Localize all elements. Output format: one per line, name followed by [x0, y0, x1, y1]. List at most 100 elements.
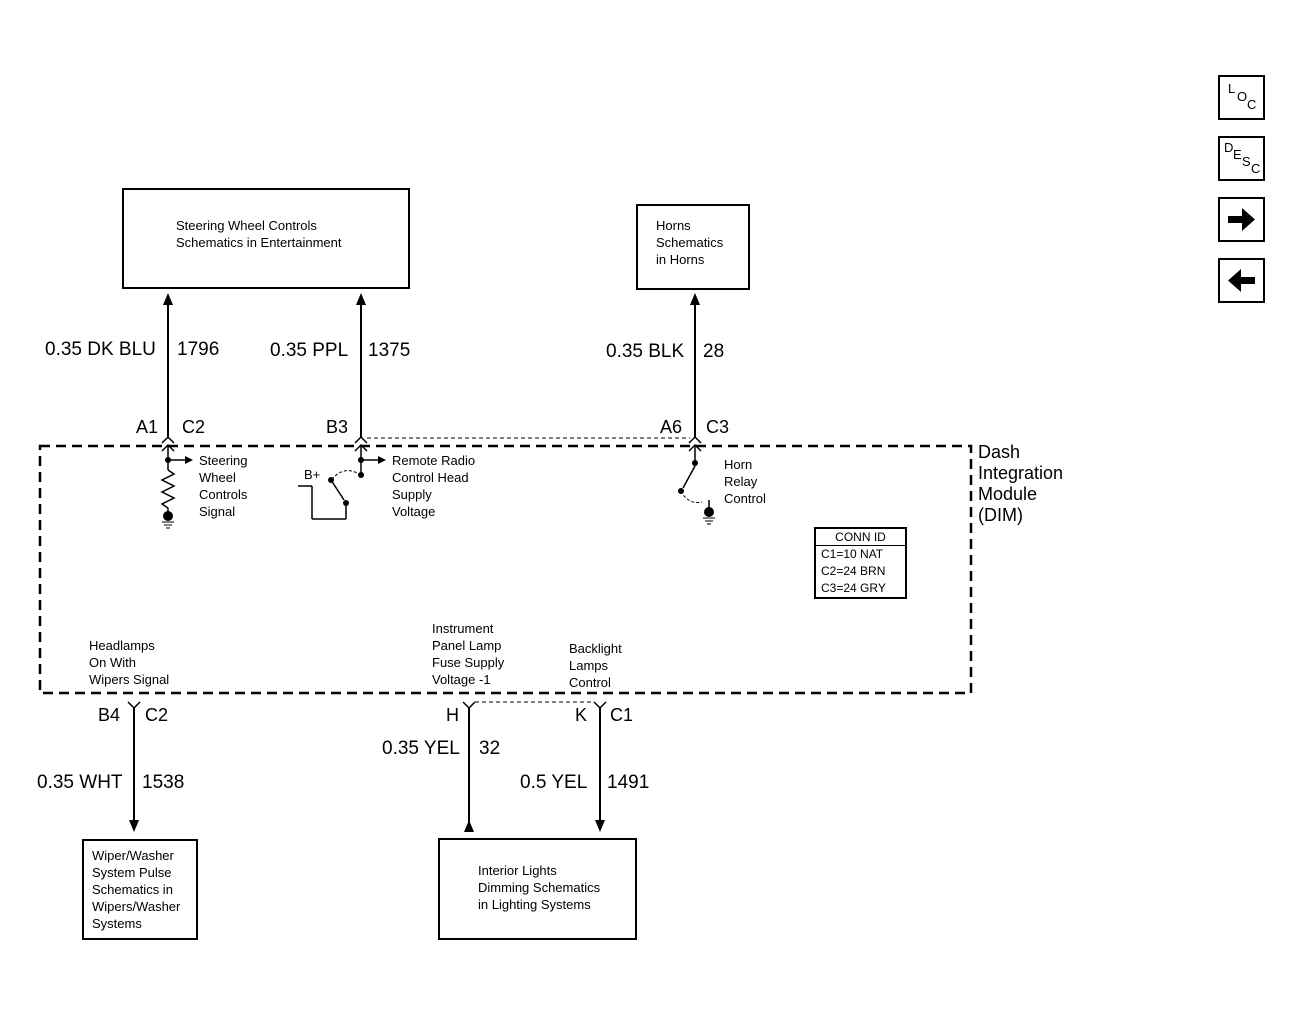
left-arrow-icon — [1228, 269, 1255, 292]
desc-button[interactable]: D E S C — [1218, 136, 1265, 181]
backlight-line2: Lamps — [569, 658, 609, 673]
wire-1538-color: 0.35 WHT — [37, 772, 123, 793]
resistor — [160, 469, 176, 509]
pin-h: H — [446, 705, 459, 725]
wiper-box-line1: Wiper/Washer — [92, 848, 174, 863]
pin-b4: B4 — [98, 705, 121, 725]
horn-switch-blade — [682, 465, 696, 489]
horn-dashed-link — [680, 490, 703, 503]
wiper-box-line3: Schematics in — [92, 882, 173, 897]
loc-button[interactable]: L O C — [1218, 75, 1265, 120]
wiper-box-line5: Systems — [92, 916, 142, 931]
steering-wheel-controls-box[interactable]: Steering Wheel Controls Schematics in En… — [122, 188, 410, 289]
next-page-button[interactable] — [1218, 197, 1265, 242]
arrow-1796 — [163, 293, 173, 305]
wire-1538-circuit: 1538 — [142, 772, 185, 793]
conn-id-row-3: C3=24 GRY — [821, 581, 886, 595]
wire-1375-color: 0.35 PPL — [270, 340, 349, 361]
ip-lamp-line1: Instrument — [432, 621, 494, 636]
horns-box[interactable]: Horns Schematics in Horns — [636, 204, 750, 290]
radio-line2: Control Head — [392, 470, 469, 485]
steering-signal-line3: Controls — [199, 487, 248, 502]
ip-lamp-line2: Panel Lamp — [432, 638, 502, 653]
conn-id-row-1: C1=10 NAT — [821, 547, 884, 561]
horns-box-line2: Schematics — [656, 235, 724, 250]
ground-dot-1 — [163, 511, 173, 521]
wiper-washer-box[interactable]: Wiper/Washer System Pulse Schematics in … — [82, 839, 198, 940]
wire-28-color: 0.35 BLK — [606, 341, 685, 362]
wire-1491-color: 0.5 YEL — [520, 772, 588, 793]
wiper-box-line4: Wipers/Washer — [92, 899, 181, 914]
horn-relay-line3: Control — [724, 491, 766, 506]
desc-letter-s: S — [1242, 154, 1251, 169]
desc-letter-e: E — [1233, 147, 1242, 162]
wire-1491-circuit: 1491 — [607, 772, 650, 793]
pin-c2-top: C2 — [182, 417, 206, 437]
horn-relay-line2: Relay — [724, 474, 758, 489]
dim-module-outline — [38, 444, 973, 695]
desc-letter-d: D — [1224, 140, 1234, 155]
arrow-1538 — [129, 820, 139, 832]
pin-a6: A6 — [660, 417, 683, 437]
switch-blade — [330, 479, 345, 501]
wire-32-color: 0.35 YEL — [382, 738, 460, 759]
pin-c2-bottom: C2 — [145, 705, 169, 725]
radio-line4: Voltage — [392, 504, 436, 519]
headlamps-line3: Wipers Signal — [89, 672, 170, 687]
connector-a1 — [161, 435, 175, 444]
pin-b3: B3 — [326, 417, 349, 437]
conn-id-title: CONN ID — [816, 529, 905, 546]
steering-signal-line4: Signal — [199, 504, 236, 519]
steering-signal-arrowhead — [185, 456, 193, 464]
wire-1796-circuit: 1796 — [177, 339, 220, 360]
pin-c3: C3 — [706, 417, 730, 437]
pin-c1: C1 — [610, 705, 634, 725]
interior-box-line2: Dimming Schematics — [478, 880, 601, 895]
arrow-32 — [464, 820, 474, 832]
pin-a1: A1 — [136, 417, 159, 437]
connector-h — [462, 701, 476, 710]
headlamps-line2: On With — [89, 655, 136, 670]
module-label-line3: Module — [978, 484, 1038, 504]
horn-relay-line1: Horn — [724, 457, 753, 472]
desc-letter-c: C — [1251, 161, 1261, 176]
backlight-line3: Control — [569, 675, 611, 690]
wire-1796-color: 0.35 DK BLU — [45, 339, 156, 360]
horn-switch-top — [692, 460, 698, 466]
prev-page-button[interactable] — [1218, 258, 1265, 303]
steering-box-line1: Steering Wheel Controls — [176, 218, 317, 233]
loc-letter-o: O — [1237, 89, 1248, 104]
pin-k: K — [575, 705, 588, 725]
right-arrow-icon — [1228, 208, 1255, 231]
module-label-line2: Integration — [978, 463, 1064, 483]
wiper-box-line2: System Pulse — [92, 865, 172, 880]
wire-32-circuit: 32 — [479, 738, 501, 759]
interior-box-line3: in Lighting Systems — [478, 897, 591, 912]
headlamps-line1: Headlamps — [89, 638, 155, 653]
bplus-label: B+ — [304, 467, 321, 482]
arrow-1375 — [356, 293, 366, 305]
wire-1375-circuit: 1375 — [368, 340, 411, 361]
interior-box-line1: Interior Lights — [478, 863, 557, 878]
connector-b4 — [127, 701, 141, 710]
switch-dashed-link — [332, 470, 362, 479]
connector-a6 — [688, 435, 702, 444]
module-label-line4: (DIM) — [978, 505, 1023, 525]
ground-dot-2 — [704, 507, 714, 517]
wire-28-circuit: 28 — [703, 341, 725, 362]
interior-lights-box[interactable]: Interior Lights Dimming Schematics in Li… — [438, 838, 637, 940]
radio-line1: Remote Radio — [392, 453, 476, 468]
arrow-1491 — [595, 820, 605, 832]
connector-b3 — [354, 435, 368, 444]
conn-id-table: CONN ID C1=10 NAT C2=24 BRN C3=24 GRY — [814, 527, 907, 599]
horns-box-line3: in Horns — [656, 252, 705, 267]
steering-signal-line2: Wheel — [199, 470, 236, 485]
radio-arrowhead — [378, 456, 386, 464]
loc-letter-c: C — [1247, 97, 1257, 112]
radio-line3: Supply — [392, 487, 432, 502]
ip-lamp-line4: Voltage -1 — [432, 672, 491, 687]
ip-lamp-line3: Fuse Supply — [432, 655, 505, 670]
horns-box-line1: Horns — [656, 218, 691, 233]
connector-k — [593, 701, 607, 710]
